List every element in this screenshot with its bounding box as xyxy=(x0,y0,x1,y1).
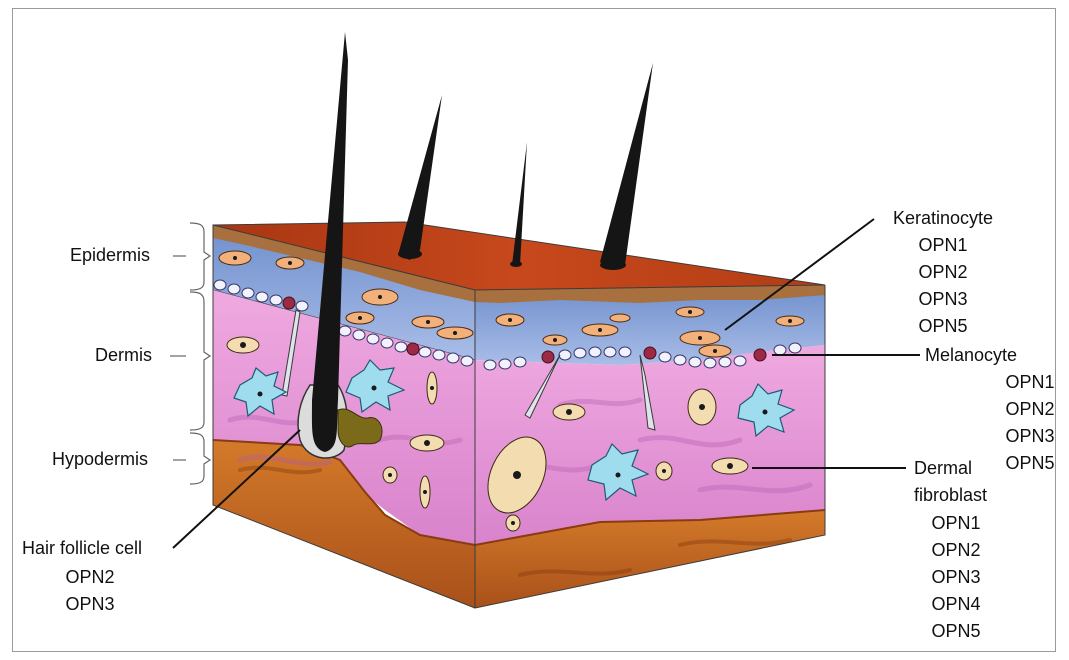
fibroblast-opsin: OPN2 xyxy=(924,537,988,564)
keratinocyte-callout: Keratinocyte OPN1 OPN2 OPN3 OPN5 xyxy=(878,205,1008,340)
hypodermis-label: Hypodermis xyxy=(52,446,148,473)
melanocyte-label: Melanocyte xyxy=(925,342,1017,369)
fibroblast-opsin: OPN1 xyxy=(924,510,988,537)
hair-follicle-opsin: OPN3 xyxy=(58,591,122,618)
dermal-fibroblast-opsins: OPN1 OPN2 OPN3 OPN4 OPN5 xyxy=(924,510,988,645)
fibroblast-opsin: OPN5 xyxy=(924,618,988,645)
melanocyte-opsins: OPN1 OPN2 OPN3 OPN5 xyxy=(1000,369,1060,477)
keratinocyte-opsin: OPN2 xyxy=(878,259,1008,286)
hair-follicle-opsins: OPN2 OPN3 xyxy=(58,564,122,618)
fibroblast-opsin: OPN4 xyxy=(924,591,988,618)
melanocyte-opsin: OPN2 xyxy=(1000,396,1060,423)
dermal-fibroblast-label-line2: fibroblast xyxy=(914,482,987,509)
epidermis-label: Epidermis xyxy=(70,242,150,269)
keratinocyte-opsin: OPN5 xyxy=(878,313,1008,340)
melanocyte-opsin: OPN3 xyxy=(1000,423,1060,450)
hair-follicle-cell-label: Hair follicle cell xyxy=(22,535,142,562)
melanocyte-opsin: OPN5 xyxy=(1000,450,1060,477)
keratinocyte-opsin: OPN3 xyxy=(878,286,1008,313)
layer-brackets xyxy=(170,223,210,484)
hair-follicle-opsin: OPN2 xyxy=(58,564,122,591)
dermis-label: Dermis xyxy=(95,342,152,369)
hair-shaft-4 xyxy=(600,63,653,270)
melanocyte-opsin: OPN1 xyxy=(1000,369,1060,396)
keratinocyte-opsin: OPN1 xyxy=(878,232,1008,259)
dermal-fibroblast-label-line1: Dermal xyxy=(914,455,972,482)
fibroblast-opsin: OPN3 xyxy=(924,564,988,591)
keratinocyte-label: Keratinocyte xyxy=(878,205,1008,232)
